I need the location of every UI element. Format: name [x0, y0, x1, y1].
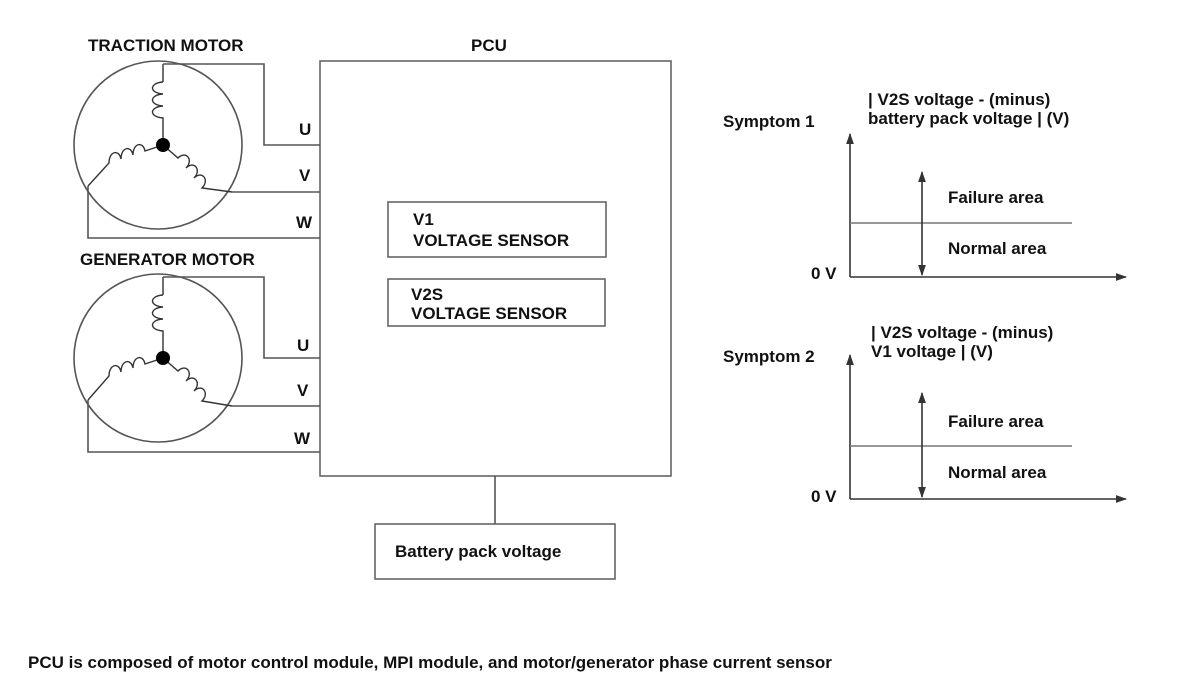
- symptom2-graph: Symptom 2 | V2S voltage - (minus) V1 vol…: [723, 323, 1128, 506]
- symptom1-graph: Symptom 1 | V2S voltage - (minus) batter…: [723, 90, 1128, 283]
- traction-terminal-v: V: [299, 166, 311, 185]
- symptom1-title-line1: | V2S voltage - (minus): [868, 90, 1050, 109]
- pcu-box: [319, 60, 672, 477]
- traction-neutral-dot: [156, 138, 170, 152]
- symptom2-zero-label: 0 V: [811, 487, 837, 506]
- generator-motor-title: GENERATOR MOTOR: [80, 250, 255, 269]
- traction-motor: TRACTION MOTOR U V W: [73, 36, 320, 239]
- generator-wire-u: [163, 276, 320, 359]
- v2s-sensor-line1: V2S: [411, 285, 443, 304]
- v1-sensor-line2: VOLTAGE SENSOR: [413, 231, 569, 250]
- traction-terminal-u: U: [299, 120, 311, 139]
- v2s-sensor-box: [387, 278, 606, 327]
- symptom1-title-line2: battery pack voltage | (V): [868, 109, 1069, 128]
- battery-pack: Battery pack voltage: [374, 523, 616, 580]
- symptom2-title-line1: | V2S voltage - (minus): [871, 323, 1053, 342]
- pcu-title: PCU: [471, 36, 507, 55]
- traction-wire-u: [163, 63, 320, 146]
- traction-terminal-w: W: [296, 213, 313, 232]
- traction-coil-left: [87, 144, 164, 187]
- traction-coil-top: [151, 64, 164, 145]
- symptom1-normal-area: Normal area: [948, 239, 1047, 258]
- generator-neutral-dot: [156, 351, 170, 365]
- generator-terminal-u: U: [297, 336, 309, 355]
- symptom2-failure-area: Failure area: [948, 412, 1044, 431]
- generator-wire-w: [87, 400, 320, 453]
- v1-sensor-box: [387, 201, 607, 258]
- generator-terminal-v: V: [297, 381, 309, 400]
- symptom2-normal-area: Normal area: [948, 463, 1047, 482]
- symptom1-failure-area: Failure area: [948, 188, 1044, 207]
- v2s-voltage-sensor: V2S VOLTAGE SENSOR: [387, 278, 606, 327]
- traction-wire-w: [87, 186, 320, 239]
- battery-box: [374, 523, 616, 580]
- generator-motor: GENERATOR MOTOR U V W: [73, 250, 320, 453]
- symptom1-zero-label: 0 V: [811, 264, 837, 283]
- traction-motor-title: TRACTION MOTOR: [88, 36, 244, 55]
- generator-coil-left: [87, 357, 164, 401]
- symptom2-title-line2: V1 voltage | (V): [871, 342, 993, 361]
- battery-label: Battery pack voltage: [395, 542, 561, 561]
- traction-coil-right: [162, 144, 233, 193]
- v2s-sensor-line2: VOLTAGE SENSOR: [411, 304, 567, 323]
- generator-terminal-w: W: [294, 429, 311, 448]
- generator-coil-right: [162, 357, 233, 407]
- symptom2-label: Symptom 2: [723, 347, 815, 366]
- v1-voltage-sensor: V1 VOLTAGE SENSOR: [387, 201, 607, 258]
- generator-coil-top: [151, 277, 164, 358]
- v1-sensor-line1: V1: [413, 210, 434, 229]
- symptom1-label: Symptom 1: [723, 112, 815, 131]
- footer-note: PCU is composed of motor control module,…: [28, 653, 832, 672]
